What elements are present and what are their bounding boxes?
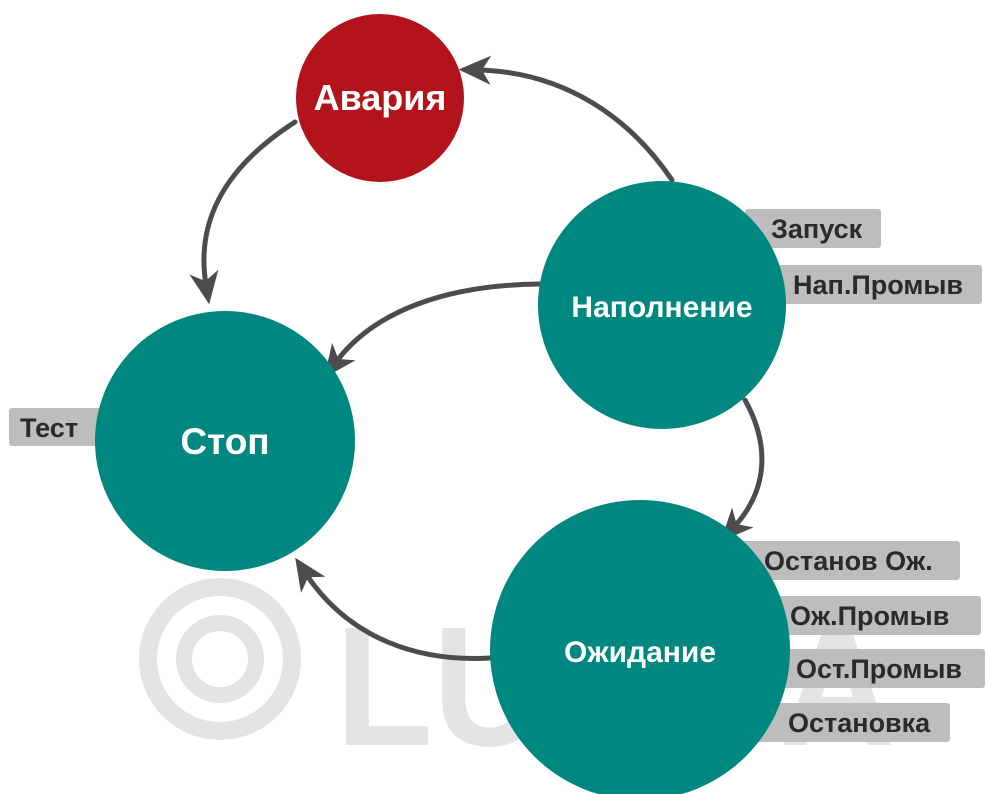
tag-stopping: Остановка (788, 708, 931, 738)
node-waiting-label: Ожидание (564, 636, 716, 669)
tag-background (745, 209, 881, 248)
node-waiting: Ожидание (490, 500, 790, 794)
tag-background (750, 703, 950, 742)
node-alarm: Авария (296, 14, 464, 182)
node-waiting-circle (490, 500, 790, 794)
arrow-filling-to-waiting (720, 397, 765, 542)
arrow-waiting-to-stop (295, 557, 493, 661)
tag-wait-rinse: Ож.Промыв (790, 601, 949, 631)
stop-tags: Тест (9, 408, 101, 446)
filling-tags: Запуск Нап.Промыв (745, 209, 982, 304)
node-filling-label: Наполнение (571, 291, 752, 324)
arrow-filling-to-stop (324, 281, 543, 378)
tag-stop-rinse: Ост.Промыв (796, 654, 962, 684)
arrow-filling-to-alarm (458, 55, 675, 183)
watermark-logo-ring-inner-icon (176, 615, 264, 703)
tag-background (768, 596, 981, 635)
tag-background (9, 408, 101, 446)
tag-background (767, 649, 985, 688)
tag-test: Тест (20, 413, 78, 443)
node-stop-label: Стоп (180, 421, 269, 462)
tag-background (732, 541, 960, 580)
arrow-alarm-to-stop (189, 119, 298, 305)
tag-fill-rinse: Нап.Промыв (793, 270, 963, 300)
node-alarm-circle (296, 14, 464, 182)
node-filling-circle (538, 181, 786, 429)
waiting-tags: Останов Ож. Ож.Промыв Ост.Промыв Останов… (732, 541, 985, 742)
tag-start: Запуск (771, 214, 863, 244)
watermark-logo-ring-outer-icon (139, 578, 301, 740)
transition-arrows (189, 55, 765, 661)
tag-background (772, 265, 982, 304)
node-stop: Стоп (95, 311, 355, 571)
node-alarm-label: Авария (314, 77, 447, 118)
node-filling: Наполнение (538, 181, 786, 429)
node-stop-circle (95, 311, 355, 571)
tag-wait-stop: Останов Ож. (764, 546, 933, 576)
